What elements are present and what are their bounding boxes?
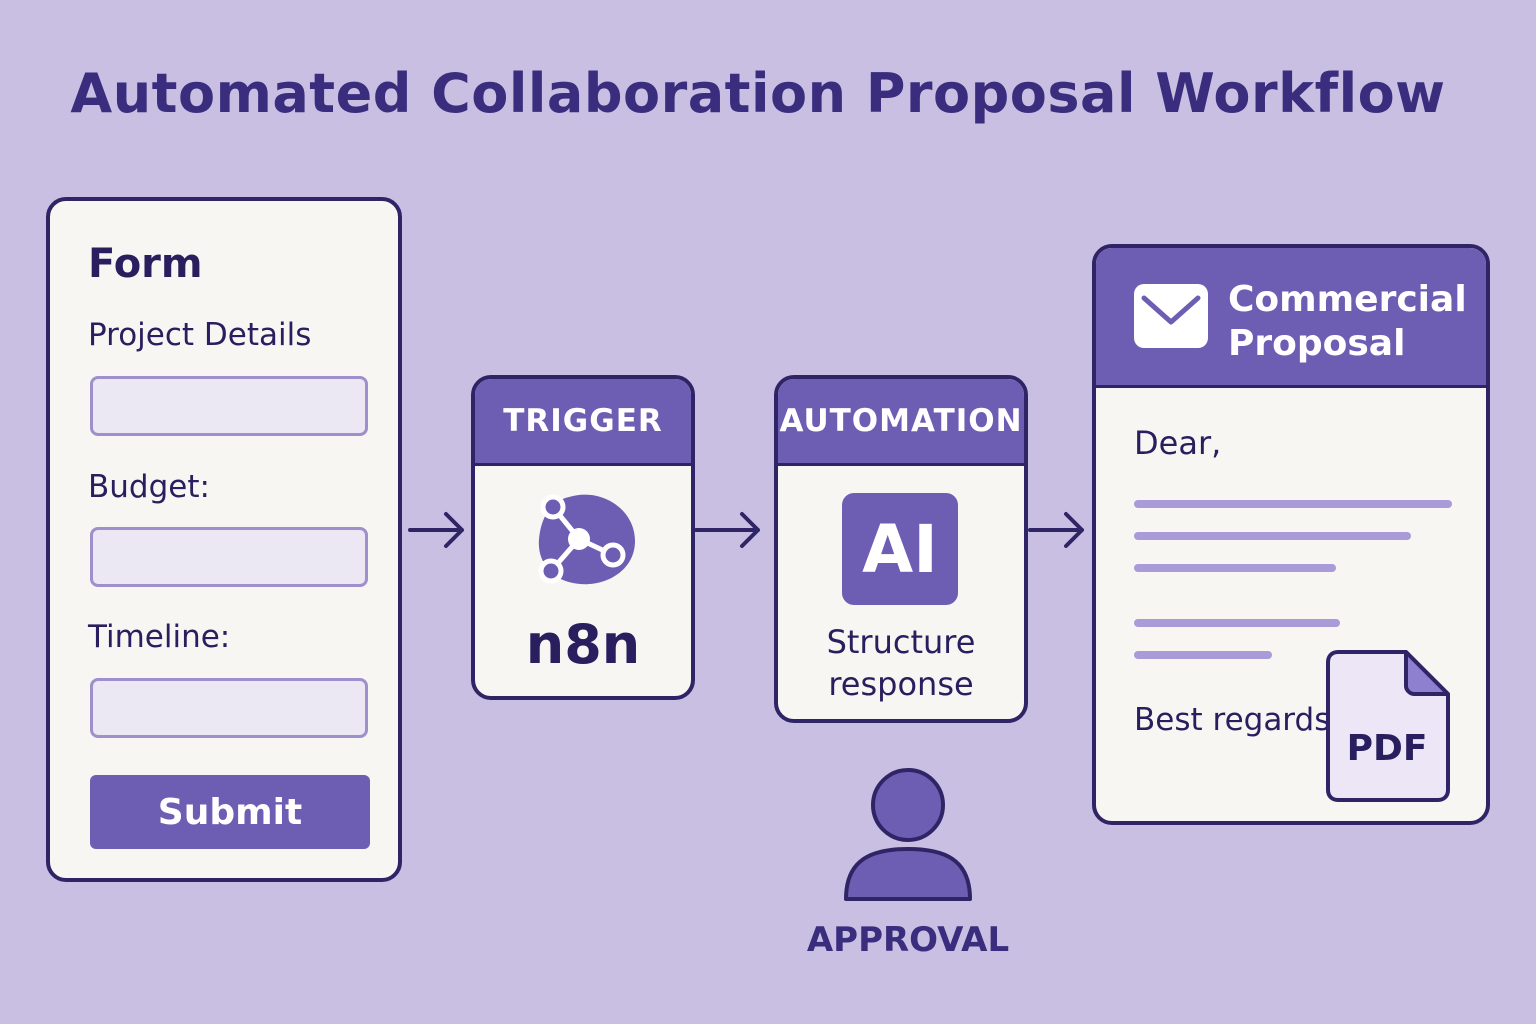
text-placeholder-line (1134, 651, 1272, 659)
proposal-card: Commercial Proposal Dear, Best regards P… (1092, 244, 1490, 825)
automation-text-line1: Structure (826, 623, 976, 661)
closing-text: Best regards (1134, 702, 1331, 738)
pdf-file-icon: PDF (1326, 650, 1450, 802)
timeline-input[interactable] (90, 678, 368, 738)
text-placeholder-line (1134, 532, 1411, 540)
project-details-label: Project Details (88, 317, 312, 353)
proposal-title-line2: Proposal (1228, 323, 1406, 364)
automation-text-line2: response (828, 665, 974, 703)
arrow-right-icon (694, 512, 760, 548)
text-placeholder-line (1134, 500, 1452, 508)
approval-label: APPROVAL (806, 920, 1010, 960)
page-title: Automated Collaboration Proposal Workflo… (70, 62, 1446, 125)
automation-node: AUTOMATION AI Structure response (774, 375, 1028, 723)
pdf-label: PDF (1347, 728, 1428, 769)
form-title: Form (88, 241, 203, 287)
envelope-icon (1134, 284, 1208, 348)
budget-input[interactable] (90, 527, 368, 587)
budget-label: Budget: (88, 469, 210, 505)
automation-description: Structure response (778, 621, 1024, 705)
n8n-logo-icon (538, 494, 635, 585)
ai-badge: AI (842, 493, 958, 605)
arrow-right-icon (408, 512, 464, 548)
proposal-header: Commercial Proposal (1096, 248, 1486, 388)
trigger-header: TRIGGER (475, 379, 691, 466)
text-placeholder-line (1134, 564, 1336, 572)
text-placeholder-line (1134, 619, 1340, 627)
proposal-title: Commercial Proposal (1228, 278, 1478, 366)
greeting-text: Dear, (1134, 424, 1222, 462)
timeline-label: Timeline: (88, 619, 231, 655)
automation-header: AUTOMATION (778, 379, 1024, 466)
submit-button[interactable]: Submit (90, 775, 370, 849)
project-details-input[interactable] (90, 376, 368, 436)
form-card: Form Project Details Budget: Timeline: S… (46, 197, 402, 882)
arrow-right-icon (1028, 512, 1084, 548)
person-icon (844, 768, 972, 901)
proposal-title-line1: Commercial (1228, 279, 1467, 320)
trigger-node: TRIGGER n8n (471, 375, 695, 700)
n8n-label: n8n (525, 613, 641, 676)
